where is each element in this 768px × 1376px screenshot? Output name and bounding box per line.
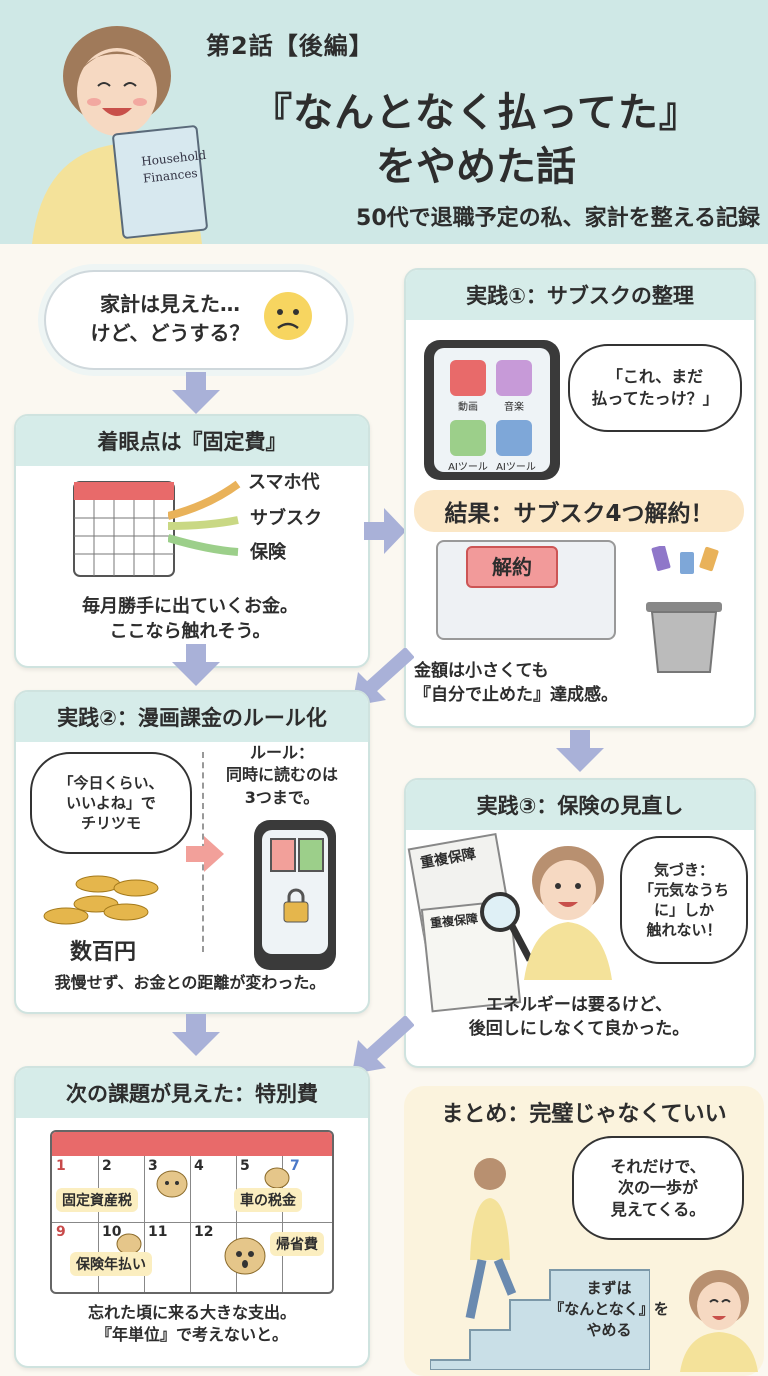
trash-can-icon: [646, 546, 722, 673]
arrow-diagonal-icon: [352, 1016, 414, 1074]
summary-speech-bubble: それだけで、 次の一歩が 見えてくる。: [572, 1136, 744, 1240]
practice1-title: 実践①：サブスクの整理: [406, 270, 754, 320]
calendar-number: 3: [148, 1158, 158, 1174]
next-issue-title: 次の課題が見えた：特別費: [16, 1068, 368, 1118]
expense-label: 帰省費: [270, 1232, 324, 1256]
growth-arrows-icon: [168, 480, 241, 556]
notebook-illustration: [112, 125, 208, 239]
calendar-number: 7: [290, 1158, 300, 1174]
focus-title: 着眼点は『固定費』: [16, 416, 368, 466]
arrow-right-icon: [364, 508, 406, 554]
expense-label: 車の税金: [234, 1188, 302, 1212]
ai-tool-app-icon: [450, 420, 486, 456]
arrow-down-icon: [172, 1014, 220, 1056]
app-label: 音楽: [504, 402, 524, 413]
worried-face-icon: [264, 292, 312, 340]
calendar-number: 4: [194, 1158, 204, 1174]
practice3-speech-bubble: 気づき： 「元気なうち に」しか 触れない！: [620, 836, 748, 964]
music-app-icon: [496, 360, 532, 396]
calendar-number: 1: [56, 1158, 66, 1174]
expense-label: 保険年払い: [70, 1252, 152, 1276]
practice2-caption: 我慢せず、お金との距離が変わった。: [54, 973, 326, 992]
money-bag-icon: [156, 1170, 188, 1198]
practice1-caption: 金額は小さくても 『自分で止めた』達成感。: [414, 661, 618, 705]
stairs-illustration: [430, 1158, 650, 1370]
practice2-title: 実践②：漫画課金のルール化: [16, 692, 368, 742]
practice2-speech-bubble: 「今日くらい、 いいよね」で チリツモ: [30, 752, 192, 854]
manga-thumbnail: [270, 838, 296, 872]
fixed-cost-item: サブスク: [250, 508, 322, 529]
calendar-number: 5: [240, 1158, 250, 1174]
cancel-button[interactable]: 解約: [466, 546, 558, 588]
page-title-line1: 『なんとなく払ってた』: [252, 90, 700, 136]
coins-icon: [43, 875, 159, 925]
manga-thumbnail: [298, 838, 324, 872]
expense-label: 固定資産税: [56, 1188, 138, 1212]
page-subtitle: 50代で退職予定の私、家計を整える記録: [356, 206, 760, 231]
calendar-number: 2: [102, 1158, 112, 1174]
episode-label: 第2話【後編】: [206, 32, 374, 60]
intro-thought-text: 家計は見えた… けど、どうする？: [90, 292, 250, 345]
video-app-icon: [450, 360, 486, 396]
arrow-down-icon: [172, 644, 220, 686]
focus-caption: 毎月勝手に出ていくお金。 ここなら触れそう。: [82, 596, 298, 643]
fixed-cost-item: スマホ代: [248, 472, 320, 493]
app-label: AIツール: [496, 462, 536, 473]
fixed-cost-item: 保険: [250, 542, 286, 563]
summary-stairs-text: まずは 『なんとなく』を やめる: [549, 1279, 669, 1339]
arrow-down-icon: [556, 730, 604, 772]
practice2-rule: ルール： 同時に読むのは 3つまで。: [225, 743, 338, 807]
ai-tool-app-icon: [496, 420, 532, 456]
practice1-result: 結果：サブスク4つ解約！: [414, 490, 744, 532]
calendar-number: 12: [194, 1224, 214, 1240]
arrow-down-icon: [172, 372, 220, 414]
arrow-right-icon: [186, 836, 224, 872]
money-bag-icon: [264, 1167, 290, 1189]
woman-illustration: [680, 1270, 758, 1372]
calendar-number: 11: [148, 1224, 168, 1240]
summary-title: まとめ：完璧じゃなくていい: [441, 1102, 727, 1127]
page-title-line2: をやめた話: [376, 144, 576, 190]
calendar-number: 10: [102, 1224, 122, 1240]
app-label: AIツール: [448, 462, 488, 473]
money-bag-icon: [224, 1237, 266, 1275]
calendar-icon: [73, 481, 175, 577]
woman-illustration: [524, 846, 612, 980]
calendar-number: 9: [56, 1224, 66, 1240]
magnifier-icon: [480, 892, 534, 962]
lock-icon: [283, 888, 309, 923]
practice3-title: 実践③：保険の見直し: [406, 780, 754, 830]
practice3-caption: エネルギーは要るけど、 後回しにしなくて良かった。: [468, 995, 690, 1039]
app-label: 動画: [458, 402, 478, 413]
practice1-speech-bubble: 「これ、まだ 払ってたっけ？」: [568, 344, 742, 432]
amount-label: 数百円: [70, 940, 137, 965]
next-issue-caption: 忘れた頃に来る大きな支出。 『年単位』で考えないと。: [87, 1303, 296, 1345]
